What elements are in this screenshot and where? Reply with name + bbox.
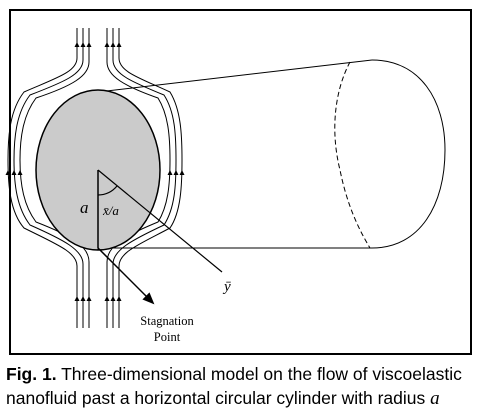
- stagnation-arrow: [97, 247, 155, 305]
- cylinder-body: [97, 59, 446, 249]
- arrow-up-icon: [86, 296, 92, 301]
- streamline-left-outer: [7, 28, 78, 328]
- figure-caption: Fig. 1. Three-dimensional model on the f…: [6, 362, 490, 411]
- arrow-up-icon: [116, 42, 122, 47]
- arrow-up-icon: [17, 170, 23, 175]
- arrow-up-icon: [173, 170, 179, 175]
- y-axis-line: [97, 169, 223, 273]
- arrow-up-icon: [80, 42, 86, 47]
- streamline-right-middle: [112, 28, 177, 328]
- streamline-left-middle: [13, 28, 84, 328]
- radius-label: a: [80, 198, 89, 217]
- arrow-up-icon: [110, 42, 116, 47]
- arrow-up-icon: [80, 296, 86, 301]
- stagnation-label-line1: Stagnation: [140, 314, 194, 328]
- arrow-up-icon: [110, 296, 116, 301]
- caption-text-line1: Three-dimensional model on the flow of v…: [56, 364, 462, 384]
- arrow-up-icon: [5, 170, 11, 175]
- cylinder-far-end-hidden: [334, 61, 371, 249]
- streamline-right-outer: [118, 28, 183, 328]
- arrow-up-icon: [74, 296, 80, 301]
- arrow-up-icon: [104, 42, 110, 47]
- figure-frame: [9, 9, 472, 355]
- angle-arc: [97, 185, 118, 196]
- cylinder-far-end-visible: [371, 59, 446, 249]
- arrow-up-icon: [11, 170, 17, 175]
- arrow-up-icon: [179, 170, 185, 175]
- caption-figure-label: Fig. 1.: [6, 364, 57, 384]
- arrow-up-icon: [116, 296, 122, 301]
- streamline-arrows: [5, 42, 185, 301]
- arrow-up-icon: [74, 42, 80, 47]
- arrow-up-icon: [86, 42, 92, 47]
- stagnation-label-line2: Point: [154, 330, 181, 344]
- caption-radius-symbol: a: [430, 388, 440, 409]
- cylinder-top-edge: [97, 59, 373, 93]
- y-axis-label: ȳ: [222, 279, 231, 295]
- caption-text-line2: nanofluid past a horizontal circular cyl…: [6, 388, 431, 408]
- angle-label: x̄/a: [102, 203, 119, 218]
- arrow-up-icon: [167, 170, 173, 175]
- arrow-up-icon: [104, 296, 110, 301]
- cylinder-diagram: a x̄/a ȳ Stagnation Point: [5, 28, 446, 344]
